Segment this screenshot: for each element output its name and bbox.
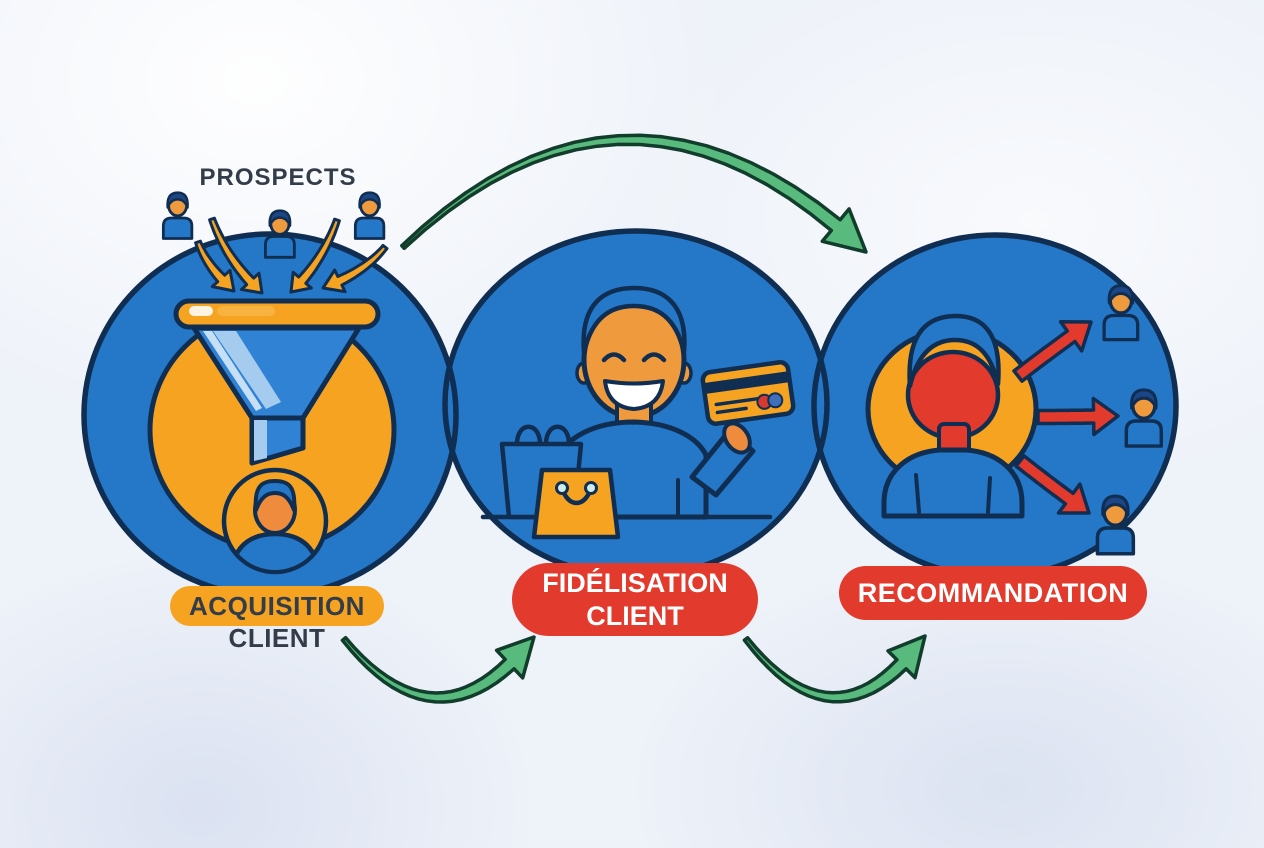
recommandation-pill: RECOMMANDATION [839, 566, 1147, 620]
shopping-bag-icon [531, 467, 621, 540]
fidelisation-pill: FIDÉLISATION CLIENT [512, 563, 758, 636]
recommandation-pill-label: RECOMMANDATION [857, 578, 1129, 608]
acquisition-pill-label: ACQUISITION [189, 591, 365, 621]
customer-hair [581, 285, 687, 355]
prospect-person-icon [161, 191, 194, 240]
fidelisation-pill-line1: FIDÉLISATION [542, 568, 728, 598]
referral-arrows-icon [865, 283, 1163, 556]
referral-arrow [1014, 454, 1091, 515]
advocate-torso [881, 447, 1025, 519]
fidelisation-pill-line2: CLIENT [586, 601, 684, 631]
prospect-person-icon [353, 191, 386, 240]
funnel-inflow-arrow [289, 217, 341, 294]
referral-arrows [1012, 319, 1120, 515]
acquisition-pill: ACQUISITION [170, 586, 384, 626]
funnel-inflow-arrow [194, 239, 236, 293]
flow-arrows [340, 133, 927, 704]
funnel-inflow-arrows [194, 216, 389, 295]
hand [722, 421, 752, 455]
eye-icon [601, 352, 627, 363]
new-customer-avatar [221, 467, 329, 575]
advocate-hair [907, 313, 1001, 389]
referral-arrow [1036, 396, 1120, 437]
eye-icon [641, 352, 667, 363]
smile-icon [603, 379, 665, 411]
shopping-customer-icon [480, 285, 796, 540]
flow-arrow-top [400, 133, 868, 254]
referral-arrow [1012, 319, 1093, 383]
acquisition-sublabel: CLIENT [228, 623, 326, 653]
prospects-label: PROSPECTS [199, 164, 357, 191]
credit-card-icon [700, 360, 796, 426]
funnel-inflow-arrow [321, 243, 389, 294]
flow-arrow-bottom [742, 634, 927, 704]
funnel-inflow-arrow [208, 216, 264, 295]
funnel-icon [147, 216, 397, 575]
flow-arrow-bottom [340, 635, 536, 704]
